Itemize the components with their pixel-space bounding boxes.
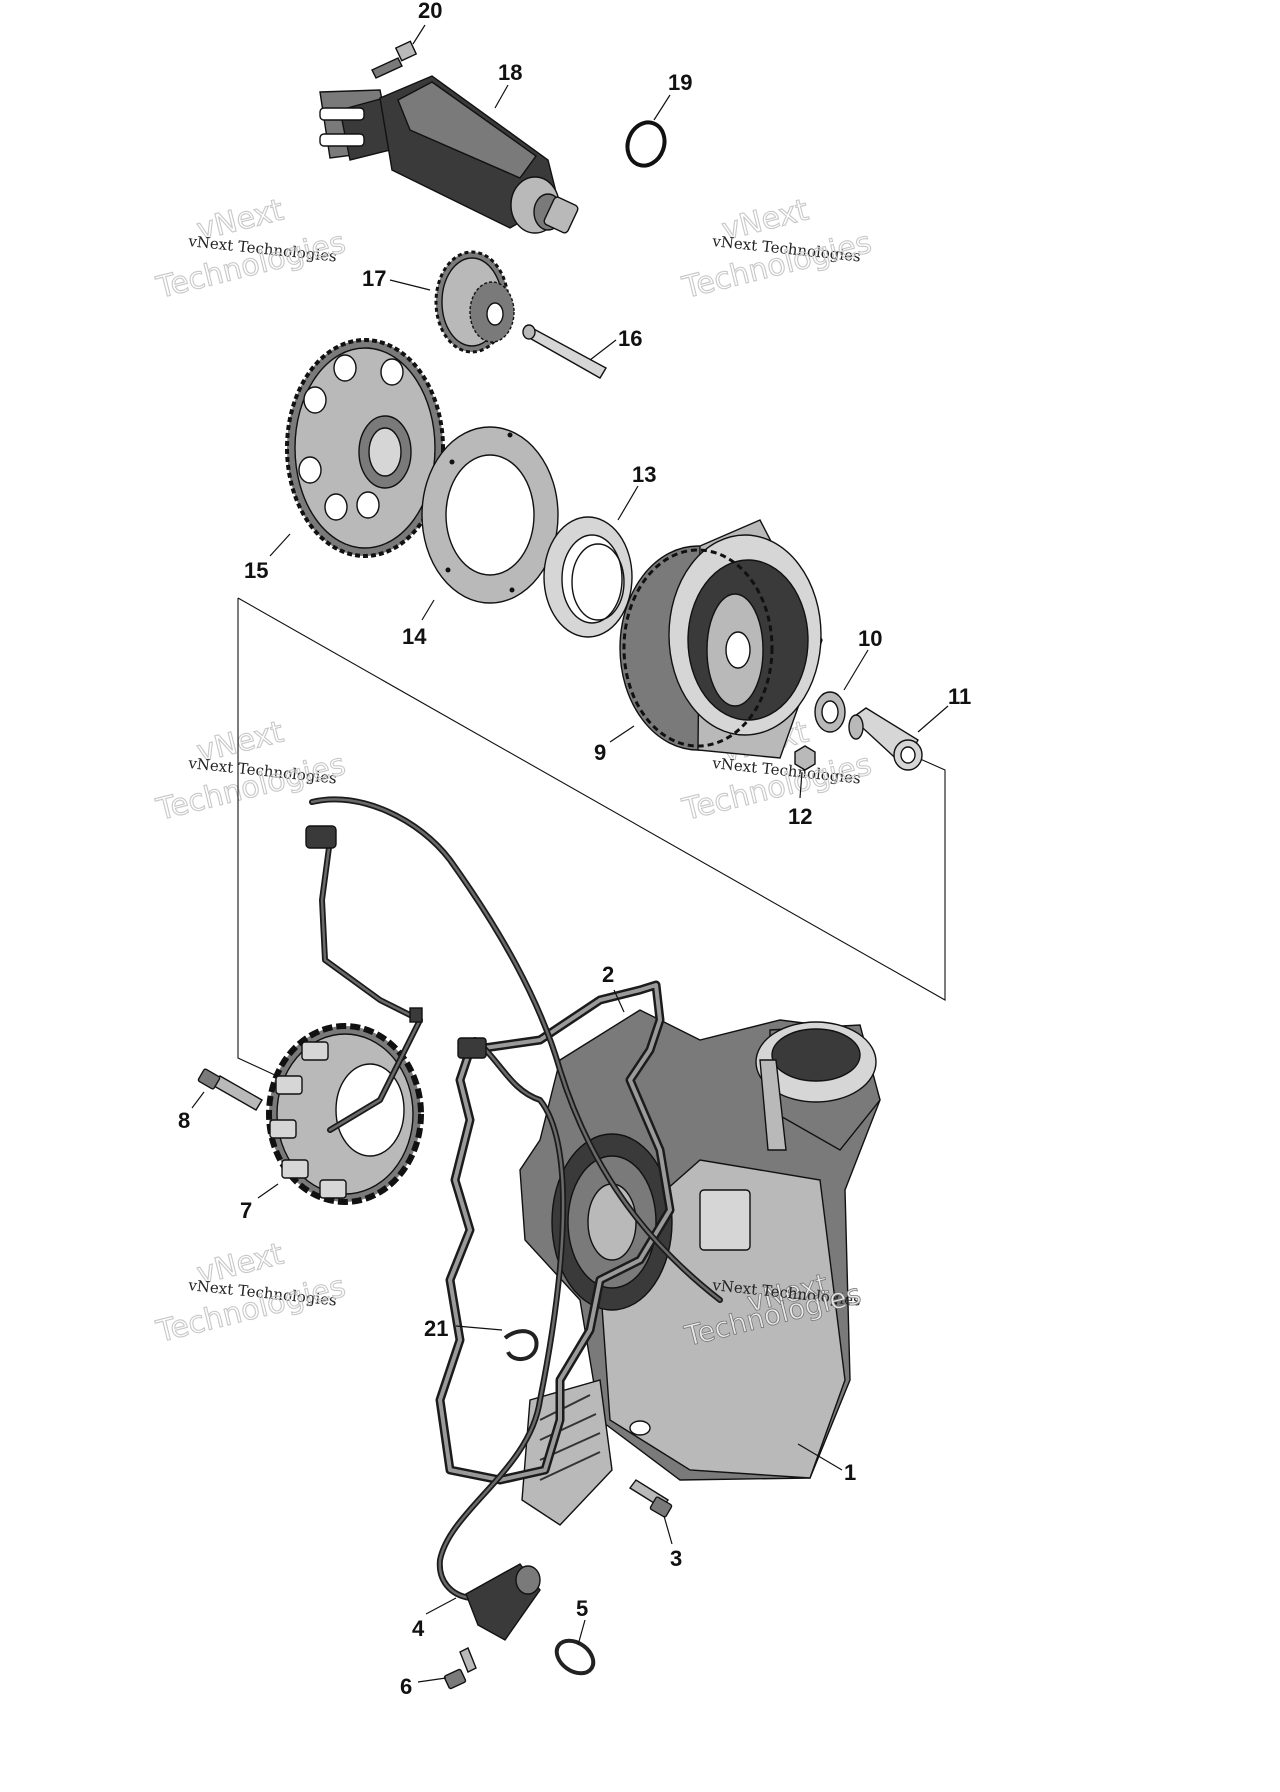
callout-21: 21 bbox=[424, 1316, 448, 1341]
part-11-flywheel-bolt bbox=[848, 707, 923, 771]
part-17-double-gear bbox=[434, 250, 515, 354]
callout-11: 11 bbox=[948, 684, 971, 709]
callout-1: 1 bbox=[844, 1460, 856, 1485]
callout-8: 8 bbox=[178, 1108, 190, 1133]
watermark-bottom-left: vNext vNext Technologies Technologies bbox=[152, 1236, 350, 1351]
callout-7: 7 bbox=[240, 1198, 252, 1223]
watermark-word: Technologies bbox=[152, 1269, 348, 1350]
watermark-word: Technologies bbox=[678, 747, 874, 828]
part-13-bearing bbox=[543, 516, 633, 638]
part-12-nut bbox=[794, 745, 816, 771]
part-6-sensor-bolt bbox=[443, 1647, 477, 1690]
callout-5: 5 bbox=[576, 1596, 588, 1621]
assembly-frame-line bbox=[237, 597, 946, 1001]
callout-numbers: 20 18 19 17 16 15 14 13 10 11 9 12 2 8 7… bbox=[178, 0, 971, 1699]
callout-20: 20 bbox=[418, 0, 442, 23]
part-9-flywheel bbox=[619, 519, 823, 759]
watermark-top-right: vNext vNext Technologies Technologies bbox=[678, 192, 876, 307]
callout-12: 12 bbox=[788, 804, 812, 829]
part-19-o-ring bbox=[625, 120, 667, 168]
watermark-top-left: vNext vNext Technologies Technologies bbox=[152, 192, 350, 307]
callout-17: 17 bbox=[362, 266, 386, 291]
watermark-word: Technologies bbox=[678, 225, 874, 306]
part-1-magneto-cover bbox=[519, 1009, 881, 1526]
part-8-stator-bolt bbox=[197, 1068, 263, 1111]
watermark-mid-left: vNext vNext Technologies Technologies bbox=[152, 714, 350, 829]
part-20-bolt bbox=[371, 40, 418, 79]
watermark-word: Technologies bbox=[152, 747, 348, 828]
callout-4: 4 bbox=[412, 1616, 425, 1641]
callout-10: 10 bbox=[858, 626, 882, 651]
part-4-crank-sensor bbox=[436, 1037, 567, 1641]
part-5-o-ring bbox=[554, 1638, 596, 1676]
part-7-stator bbox=[266, 1023, 424, 1205]
part-10-washer bbox=[814, 691, 846, 733]
part-15-large-gear bbox=[285, 338, 445, 558]
part-16-shaft bbox=[522, 324, 607, 379]
callout-13: 13 bbox=[632, 462, 656, 487]
callout-leaders bbox=[191, 24, 949, 1683]
stator-connector bbox=[305, 825, 337, 849]
watermark-word: Technologies bbox=[152, 225, 348, 306]
part-14-ring-plate bbox=[421, 426, 559, 604]
callout-18: 18 bbox=[498, 60, 522, 85]
assembly-frame-line-left bbox=[237, 598, 291, 1083]
part-18-starter-motor bbox=[319, 75, 579, 234]
callout-14: 14 bbox=[402, 624, 427, 649]
callout-15: 15 bbox=[244, 558, 268, 583]
part-3-cover-bolt bbox=[628, 1479, 673, 1518]
callout-6: 6 bbox=[400, 1674, 412, 1699]
part-21-clip bbox=[503, 1329, 539, 1361]
callout-9: 9 bbox=[594, 740, 606, 765]
callout-19: 19 bbox=[668, 70, 692, 95]
callout-2: 2 bbox=[602, 962, 614, 987]
callout-16: 16 bbox=[618, 326, 642, 351]
callout-3: 3 bbox=[670, 1546, 682, 1571]
